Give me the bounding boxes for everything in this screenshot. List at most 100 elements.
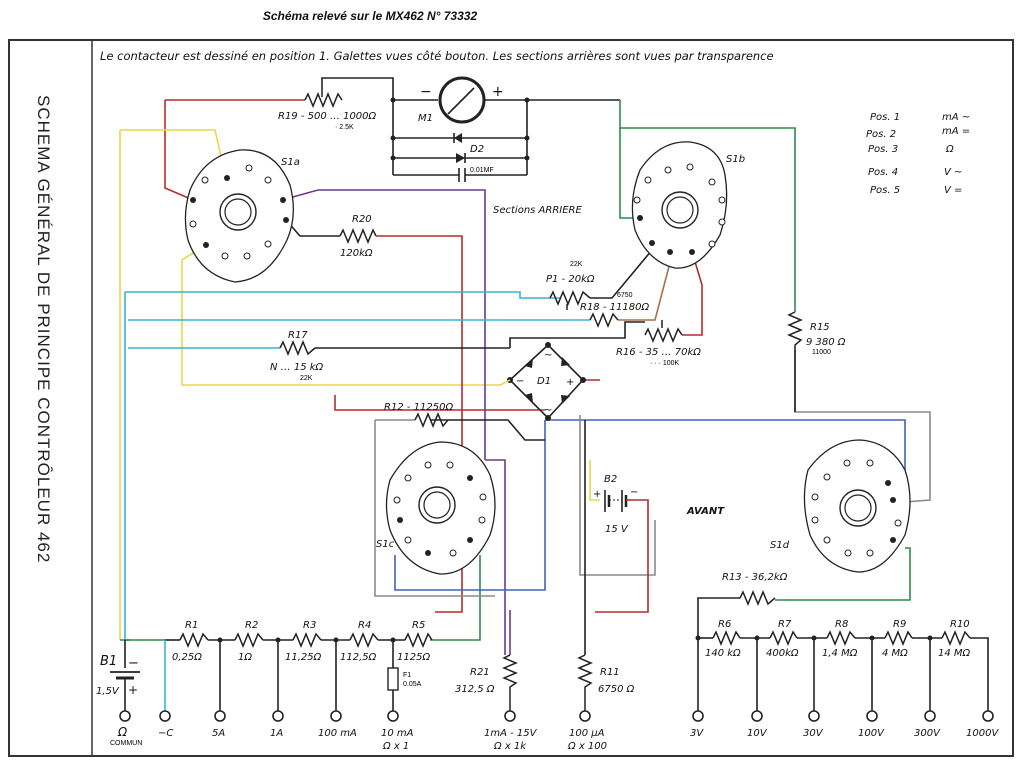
diode-icon: [454, 133, 462, 143]
meter-section: − + M1 D2 0.01MF: [321, 76, 620, 182]
s1d-label: S1d: [770, 540, 790, 551]
r15-label: R15: [810, 322, 830, 333]
r20-label: R20: [352, 214, 372, 225]
r4-value: 112,5Ω: [340, 652, 377, 663]
r17-label: R17: [288, 330, 308, 341]
terminal-100v-label: 100V: [858, 728, 885, 739]
contactor-note: Le contacteur est dessiné en position 1.…: [100, 49, 774, 63]
resistor-r15: R15 9 380 Ω 11000: [787, 311, 846, 356]
terminal-10ma[interactable]: 10 mA Ω x 1: [381, 710, 414, 752]
pos-mode: V =: [944, 185, 962, 196]
r16-alt: · · · 100K: [650, 360, 680, 367]
terminal-100v[interactable]: 100V: [858, 710, 885, 739]
switch-s1b: S1b: [631, 141, 745, 269]
resistor-r21: R21 312,5 Ω: [455, 610, 518, 712]
b2-value: 15 V: [605, 524, 629, 535]
terminal-300v[interactable]: 300V: [914, 710, 941, 739]
terminal-10v-label: 10V: [747, 728, 768, 739]
terminal-10ma-label: 10 mA: [381, 728, 414, 739]
terminal-5a[interactable]: 5A: [212, 710, 226, 739]
potentiometer-p1: P1 - 20kΩ 22K: [546, 261, 595, 310]
r1-value: 0,25Ω: [172, 652, 202, 663]
r16-label: R16 - 35 … 70kΩ: [616, 347, 701, 358]
terminal-3v-label: 3V: [690, 728, 704, 739]
terminal-10v[interactable]: 10V: [747, 710, 768, 739]
meter-minus: −: [420, 84, 432, 100]
r9-label: R9: [893, 619, 906, 630]
r3-label: R3: [303, 620, 316, 631]
bridge-ac-top: ~: [544, 350, 552, 361]
r17-value: N … 15 kΩ: [270, 362, 324, 373]
meter-label: M1: [418, 113, 433, 124]
b1-label: B1: [100, 654, 117, 669]
terminal-minus-c[interactable]: −C: [158, 710, 173, 739]
r19-alt: · 2.5K: [335, 124, 354, 131]
switch-s1c: S1c: [376, 441, 496, 575]
pos-label: Pos. 3: [868, 144, 898, 155]
resistor-r20: R20 120kΩ: [339, 214, 377, 259]
terminal-common-sub: COMMUN: [110, 740, 142, 747]
b2-plus: +: [593, 489, 601, 500]
p1-alt: 22K: [570, 261, 583, 268]
b2-minus: −: [630, 487, 638, 498]
battery-b2: B2 15 V + −: [589, 460, 638, 535]
wiring: [119, 100, 931, 655]
pos-mode: V ~: [944, 167, 962, 178]
terminal-1ma-sub: Ω x 1k: [493, 741, 527, 752]
resistor-r12: R12 - 11250Ω: [375, 402, 453, 428]
terminal-common-label: Ω: [117, 725, 128, 739]
terminal-30v-label: 30V: [803, 728, 824, 739]
b2-label: B2: [604, 474, 617, 485]
shunt-chain: F1 0.05A R1 0,25Ω R2 1Ω R3 11,25Ω R4 112…: [165, 620, 433, 712]
r18-alt: 6750: [617, 292, 633, 299]
terminal-1000v-label: 1000V: [966, 728, 999, 739]
terminal-3v[interactable]: 3V: [690, 710, 704, 739]
p1-label: P1 - 20kΩ: [546, 274, 595, 285]
diode-d2-icon: [456, 153, 465, 163]
terminal-1ma-label: 1mA - 15V: [484, 728, 538, 739]
terminal-1a[interactable]: 1A: [270, 710, 284, 739]
terminal-100ua-label: 100 µA: [569, 728, 605, 739]
vertical-title: SCHEMA GÉNÉRAL DE PRINCIPE CONTRÔLEUR 46…: [34, 95, 53, 563]
terminal-100ma[interactable]: 100 mA: [318, 710, 357, 739]
pos-mode: mA ~: [942, 112, 970, 123]
terminal-1000v[interactable]: 1000V: [966, 710, 999, 739]
diode-d2-label: D2: [470, 144, 484, 155]
rear-sections-label: Sections ARRIERE: [493, 205, 582, 216]
terminal-100ua[interactable]: 100 µA Ω x 100: [567, 710, 607, 752]
r6-value: 140 kΩ: [705, 648, 741, 659]
r12-label: R12 - 11250Ω: [384, 402, 453, 413]
r18-label: R18 - 11180Ω: [580, 302, 649, 313]
terminal-10ma-sub: Ω x 1: [382, 741, 409, 752]
r3-value: 11,25Ω: [285, 652, 322, 663]
voltage-chain: R6 140 kΩ R7 400kΩ R8 1,4 MΩ R9 4 MΩ R10…: [695, 619, 989, 712]
meter-plus: +: [492, 84, 504, 100]
bridge-minus: −: [516, 376, 524, 387]
r21-label: R21: [470, 667, 490, 678]
pos-mode: Ω: [945, 144, 954, 155]
bridge-plus: +: [566, 377, 574, 388]
f1-value: 0.05A: [403, 681, 422, 688]
position-legend: Pos. 1 mA ~ Pos. 2 mA = Pos. 3 Ω Pos. 4 …: [866, 112, 970, 196]
r1-label: R1: [185, 620, 198, 631]
terminal-5a-label: 5A: [212, 728, 225, 739]
r21-value: 312,5 Ω: [455, 684, 495, 695]
resistor-r17: R17 N … 15 kΩ 22K: [270, 330, 324, 382]
r11-label: R11: [600, 667, 620, 678]
resistor-r19: R19 - 500 … 1000Ω · 2.5K: [165, 90, 377, 131]
r15-value: 9 380 Ω: [806, 337, 846, 348]
terminal-30v[interactable]: 30V: [803, 710, 824, 739]
r7-value: 400kΩ: [766, 648, 799, 659]
b1-plus: +: [128, 683, 138, 697]
battery-b1: B1 − 1,5V +: [96, 639, 166, 712]
terminal-common[interactable]: Ω COMMUN: [110, 710, 142, 747]
r4-label: R4: [358, 620, 371, 631]
b1-minus: −: [128, 656, 139, 671]
r19-label: R19 - 500 … 1000Ω: [278, 111, 377, 122]
r8-label: R8: [835, 619, 848, 630]
terminal-1ma[interactable]: 1mA - 15V Ω x 1k: [484, 710, 538, 752]
terminal-100ua-sub: Ω x 100: [567, 741, 607, 752]
bridge-label: D1: [537, 376, 551, 387]
terminals: Ω COMMUN −C 5A 1A 100 mA 10 mA Ω x 1 1mA…: [110, 710, 999, 752]
